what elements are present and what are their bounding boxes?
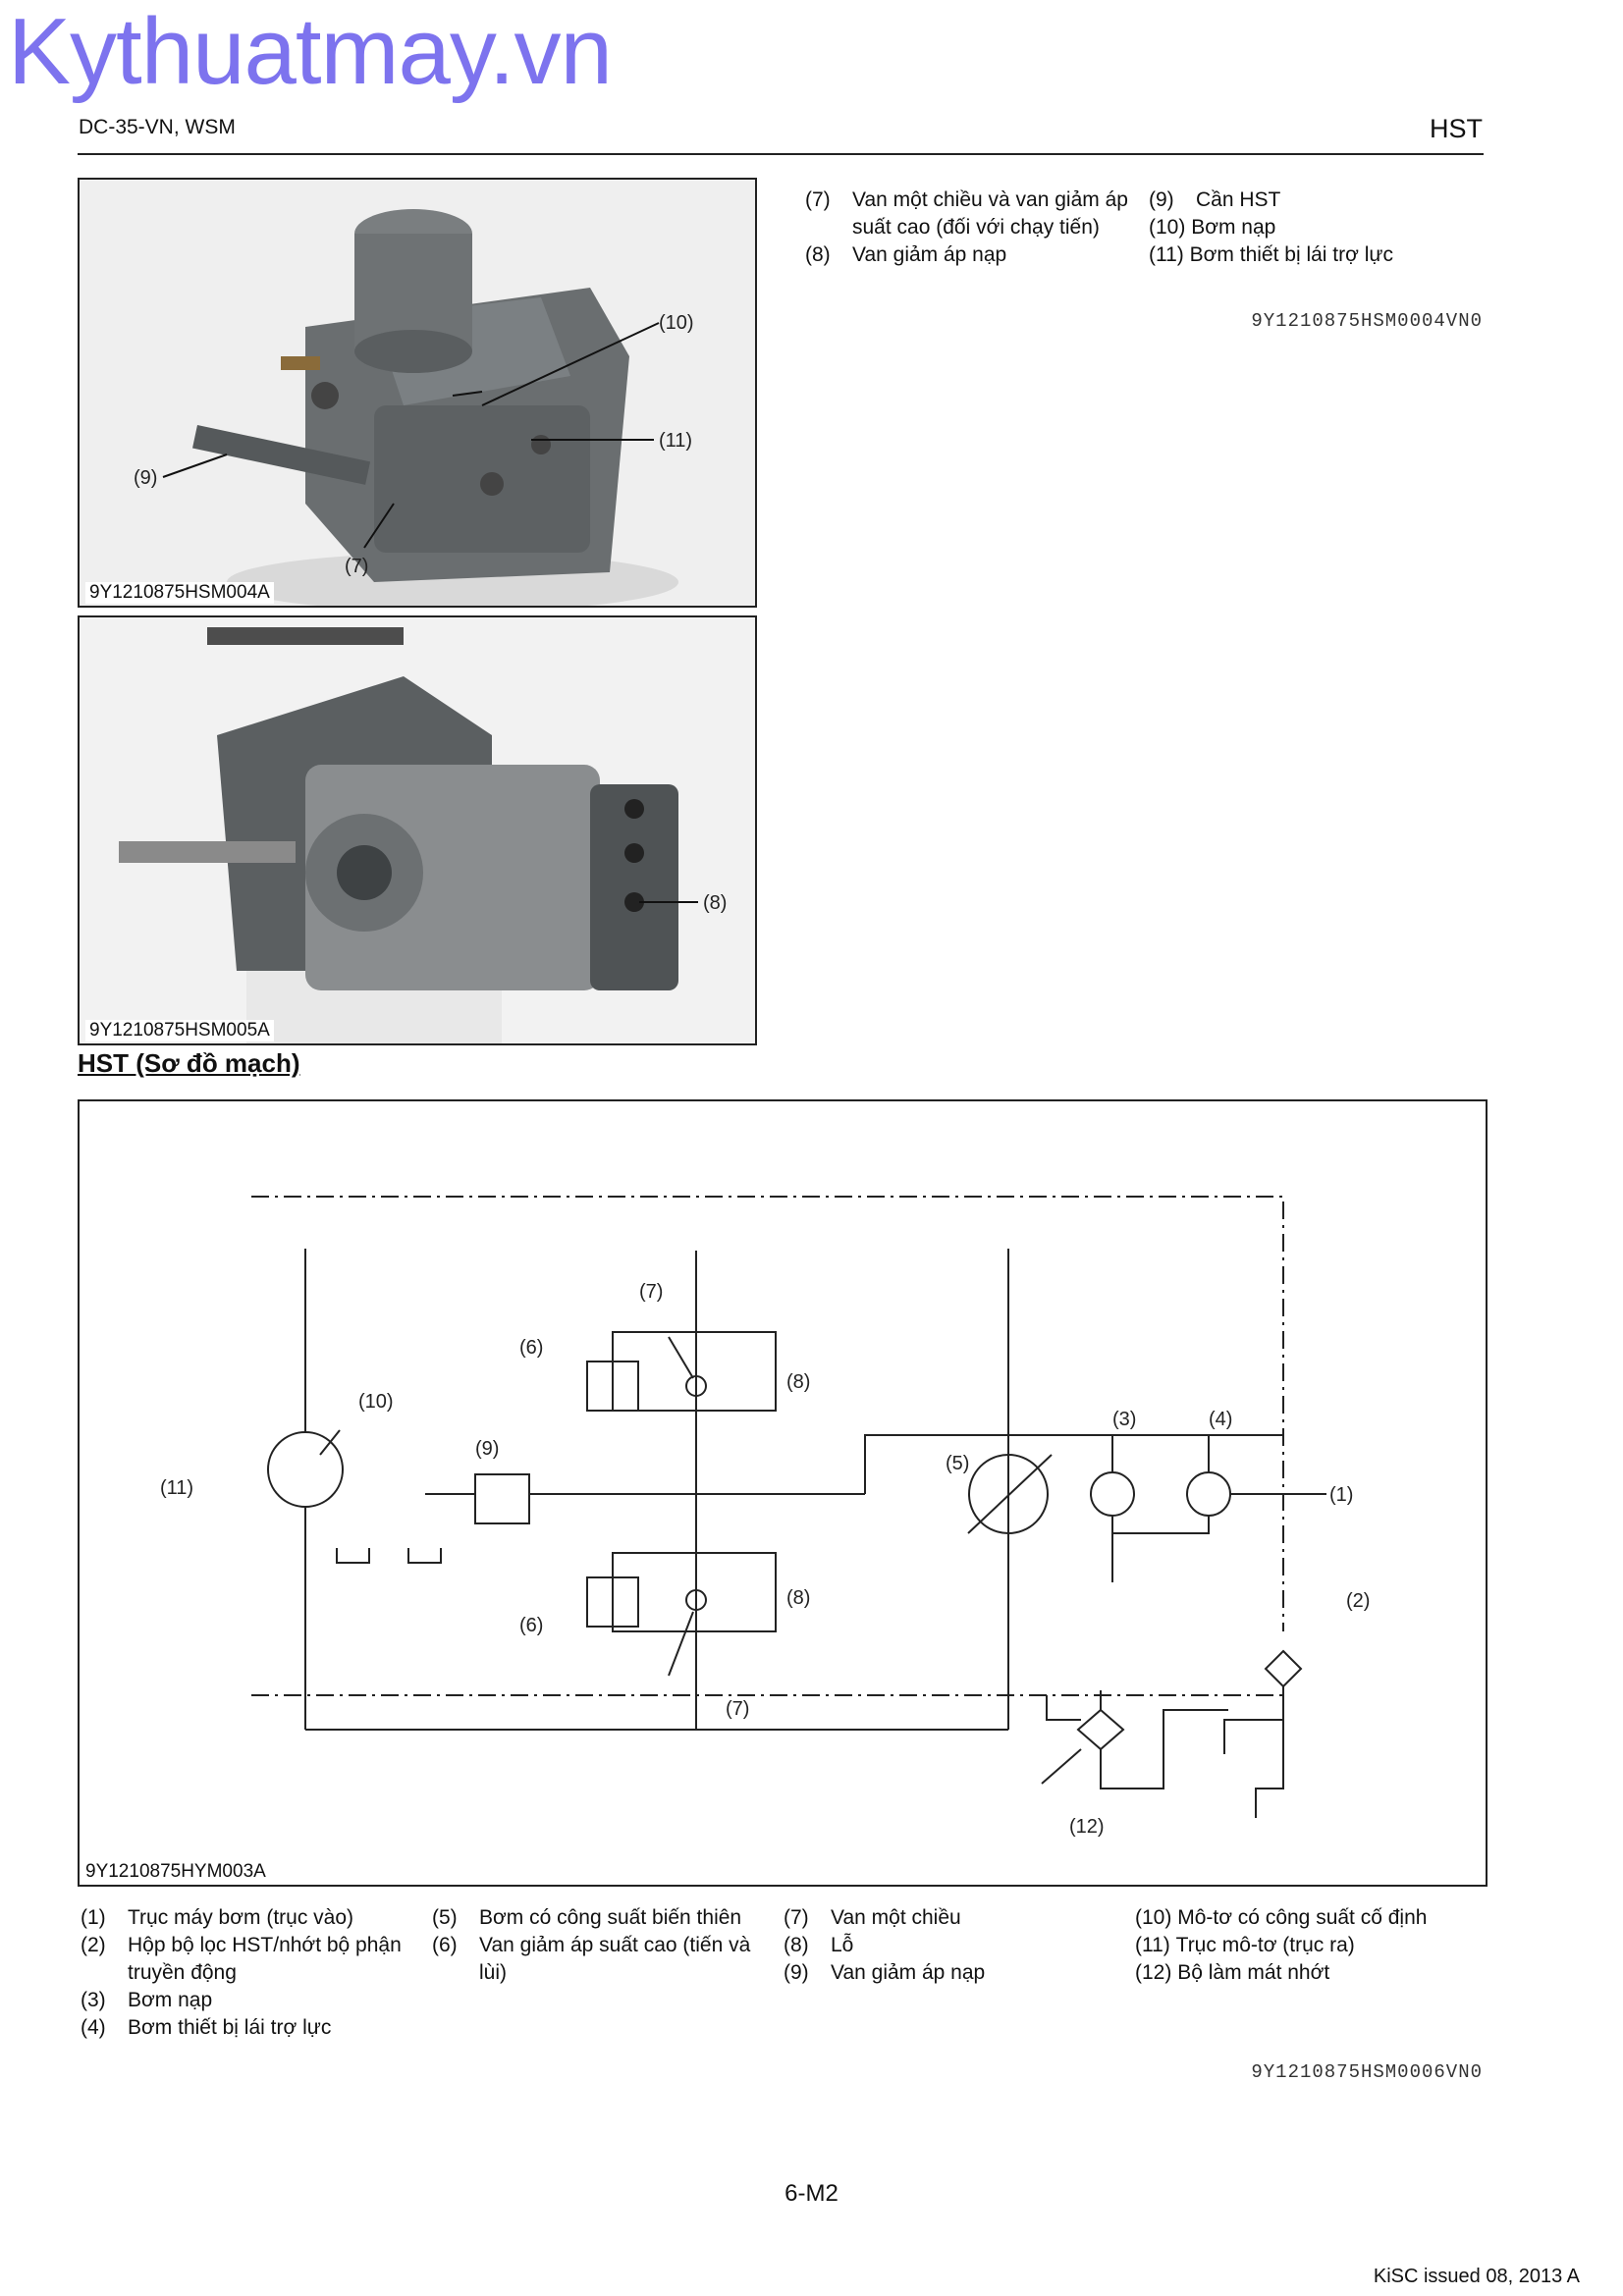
page-number: 6-M2 [784, 2180, 839, 2207]
watermark-logo: Kythuatmay.vn [8, 0, 613, 104]
diagram-label-3: (3) [1112, 1409, 1136, 1430]
bottom-doc-code: 9Y1210875HSM0006VN0 [1251, 2061, 1483, 2083]
legend-num: (10) [1135, 1906, 1172, 1929]
diagram-label-1: (1) [1329, 1484, 1353, 1506]
legend-text: Bơm có công suất biến thiên [479, 1906, 742, 1929]
legend-num: (8) [784, 1934, 809, 1956]
diagram-label-11: (11) [160, 1477, 193, 1499]
legend-text: Bơm thiết bị lái trợ lực [128, 2016, 332, 2039]
legend-num: (7) [784, 1906, 809, 1929]
legend-item-4: (4) Bơm thiết bị lái trợ lực [81, 2014, 424, 2042]
legend-num: (11) [1135, 1934, 1170, 1956]
legend-text: Cần HST [1196, 188, 1281, 211]
photo1-label-10: (10) [659, 312, 694, 334]
legend-text: Van giảm áp nạp [852, 243, 1007, 266]
photo1-label-11: (11) [659, 430, 692, 452]
circuit-schematic: (1) (2) (3) (4) (5) (6) (6) (7) (7) (8) … [160, 1196, 1370, 1838]
legend-text: Trục mô-tơ (trục ra) [1175, 1934, 1355, 1956]
photo2-caption: 9Y1210875HSM005A [85, 1020, 274, 1041]
bottom-legend-col4: (10) Mô-tơ có công suất cố định (11) Trụ… [1135, 1904, 1498, 1987]
legend-num: (9) [784, 1961, 809, 1984]
diagram-label-2: (2) [1346, 1590, 1370, 1612]
top-legend-col1: (7) Van một chiều và van giảm áp suất ca… [805, 187, 1129, 269]
bottom-legend-col2: (5) Bơm có công suất biến thiên (6) Van gi… [432, 1904, 776, 1987]
legend-item-8: (8) Lỗ [784, 1932, 1117, 1959]
photo-hst-pump-front: (8) 9Y1210875HSM005A [78, 615, 757, 1045]
hst-pump-photo-illustration: (10) (11) (9) (7) [80, 180, 755, 606]
legend-num: (12) [1135, 1961, 1172, 1984]
hst-circuit-diagram: (1) (2) (3) (4) (5) (6) (6) (7) (7) (8) … [78, 1099, 1488, 1887]
legend-item-10: (10) Bơm nạp [1149, 214, 1483, 241]
legend-text: Hộp bộ lọc HST/nhớt bộ phận truyền động [128, 1934, 402, 1984]
legend-num: (10) [1149, 216, 1186, 239]
legend-text: Bơm nạp [128, 1989, 213, 2011]
diagram-label-6-bottom: (6) [519, 1615, 543, 1636]
photo1-label-7: (7) [345, 556, 368, 577]
top-legend-col2: (9) Cần HST (10) Bơm nạp (11) Bơm thiết … [1149, 187, 1483, 269]
legend-num: (5) [432, 1906, 458, 1929]
diagram-label-7-bottom: (7) [726, 1698, 749, 1720]
diagram-label-6-top: (6) [519, 1337, 543, 1359]
legend-item-10: (10) Mô-tơ có công suất cố định [1135, 1904, 1498, 1932]
diagram-label-5: (5) [946, 1453, 969, 1474]
legend-item-1: (1) Trục máy bơm (trục vào) [81, 1904, 424, 1932]
legend-text: Lỗ [831, 1934, 854, 1956]
header-rule [78, 153, 1484, 155]
top-doc-code: 9Y1210875HSM0004VN0 [1251, 310, 1483, 332]
legend-text: Mô-tơ có công suất cố định [1177, 1906, 1428, 1929]
legend-item-7: (7) Van một chiều [784, 1904, 1117, 1932]
diagram-label-8-bottom: (8) [786, 1587, 810, 1609]
diagram-label-7-top: (7) [639, 1281, 663, 1303]
diagram-caption: 9Y1210875HYM003A [85, 1861, 266, 1882]
bottom-legend-col1: (1) Trục máy bơm (trục vào) (2) Hộp bộ lọc… [81, 1904, 424, 2042]
section-title: HST (Sơ đồ mạch) [78, 1048, 300, 1078]
legend-text: Van giảm áp suất cao (tiến và lùi) [479, 1934, 751, 1984]
legend-item-9: (9) Van giảm áp nạp [784, 1959, 1117, 1987]
footer-issue: KiSC issued 08, 2013 A [1373, 2266, 1580, 2287]
legend-item-3: (3) Bơm nạp [81, 1987, 424, 2014]
legend-num: (1) [81, 1906, 106, 1929]
legend-num: (7) [805, 188, 831, 211]
diagram-label-9: (9) [475, 1438, 499, 1460]
photo1-label-9: (9) [134, 467, 157, 489]
legend-item-8: (8) Van giảm áp nạp [805, 241, 1129, 269]
photo2-label-8: (8) [703, 892, 727, 914]
legend-item-11: (11) Trục mô-tơ (trục ra) [1135, 1932, 1498, 1959]
legend-num: (8) [805, 243, 831, 266]
photo1-caption: 9Y1210875HSM004A [85, 582, 274, 604]
legend-text: Trục máy bơm (trục vào) [128, 1906, 354, 1929]
diagram-label-12: (12) [1069, 1816, 1105, 1838]
legend-item-6: (6) Van giảm áp suất cao (tiến và lùi) [432, 1932, 776, 1987]
photo-hst-pump-side: (10) (11) (9) (7) 9Y1210875HSM004A [78, 178, 757, 608]
legend-text: Van một chiều [831, 1906, 961, 1929]
header-model: DC-35-VN, WSM [79, 116, 236, 138]
bottom-legend-col3: (7) Van một chiều (8) Lỗ (9) Van giảm áp nạ… [784, 1904, 1117, 1987]
legend-item-11: (11) Bơm thiết bị lái trợ lực [1149, 241, 1483, 269]
legend-item-2: (2) Hộp bộ lọc HST/nhớt bộ phận truyền độ… [81, 1932, 424, 1987]
legend-item-7: (7) Van một chiều và van giảm áp suất ca… [805, 187, 1129, 241]
legend-num: (9) [1149, 188, 1174, 211]
header-section: HST [1430, 114, 1483, 143]
diagram-label-10: (10) [358, 1391, 394, 1413]
diagram-label-8-top: (8) [786, 1371, 810, 1393]
legend-num: (4) [81, 2016, 106, 2039]
legend-item-5: (5) Bơm có công suất biến thiên [432, 1904, 776, 1932]
legend-text: Bộ làm mát nhớt [1177, 1961, 1330, 1984]
legend-num: (2) [81, 1934, 106, 1956]
legend-text: Bơm nạp [1191, 216, 1276, 239]
legend-text: Van một chiều và van giảm áp suất cao (đ… [852, 188, 1128, 239]
legend-text: Bơm thiết bị lái trợ lực [1189, 243, 1393, 266]
legend-num: (6) [432, 1934, 458, 1956]
legend-item-9: (9) Cần HST [1149, 187, 1483, 214]
diagram-label-4: (4) [1209, 1409, 1232, 1430]
hst-pump-front-illustration: (8) [80, 617, 755, 1043]
legend-item-12: (12) Bộ làm mát nhớt [1135, 1959, 1498, 1987]
legend-text: Van giảm áp nạp [831, 1961, 986, 1984]
legend-num: (11) [1149, 243, 1184, 266]
legend-num: (3) [81, 1989, 106, 2011]
